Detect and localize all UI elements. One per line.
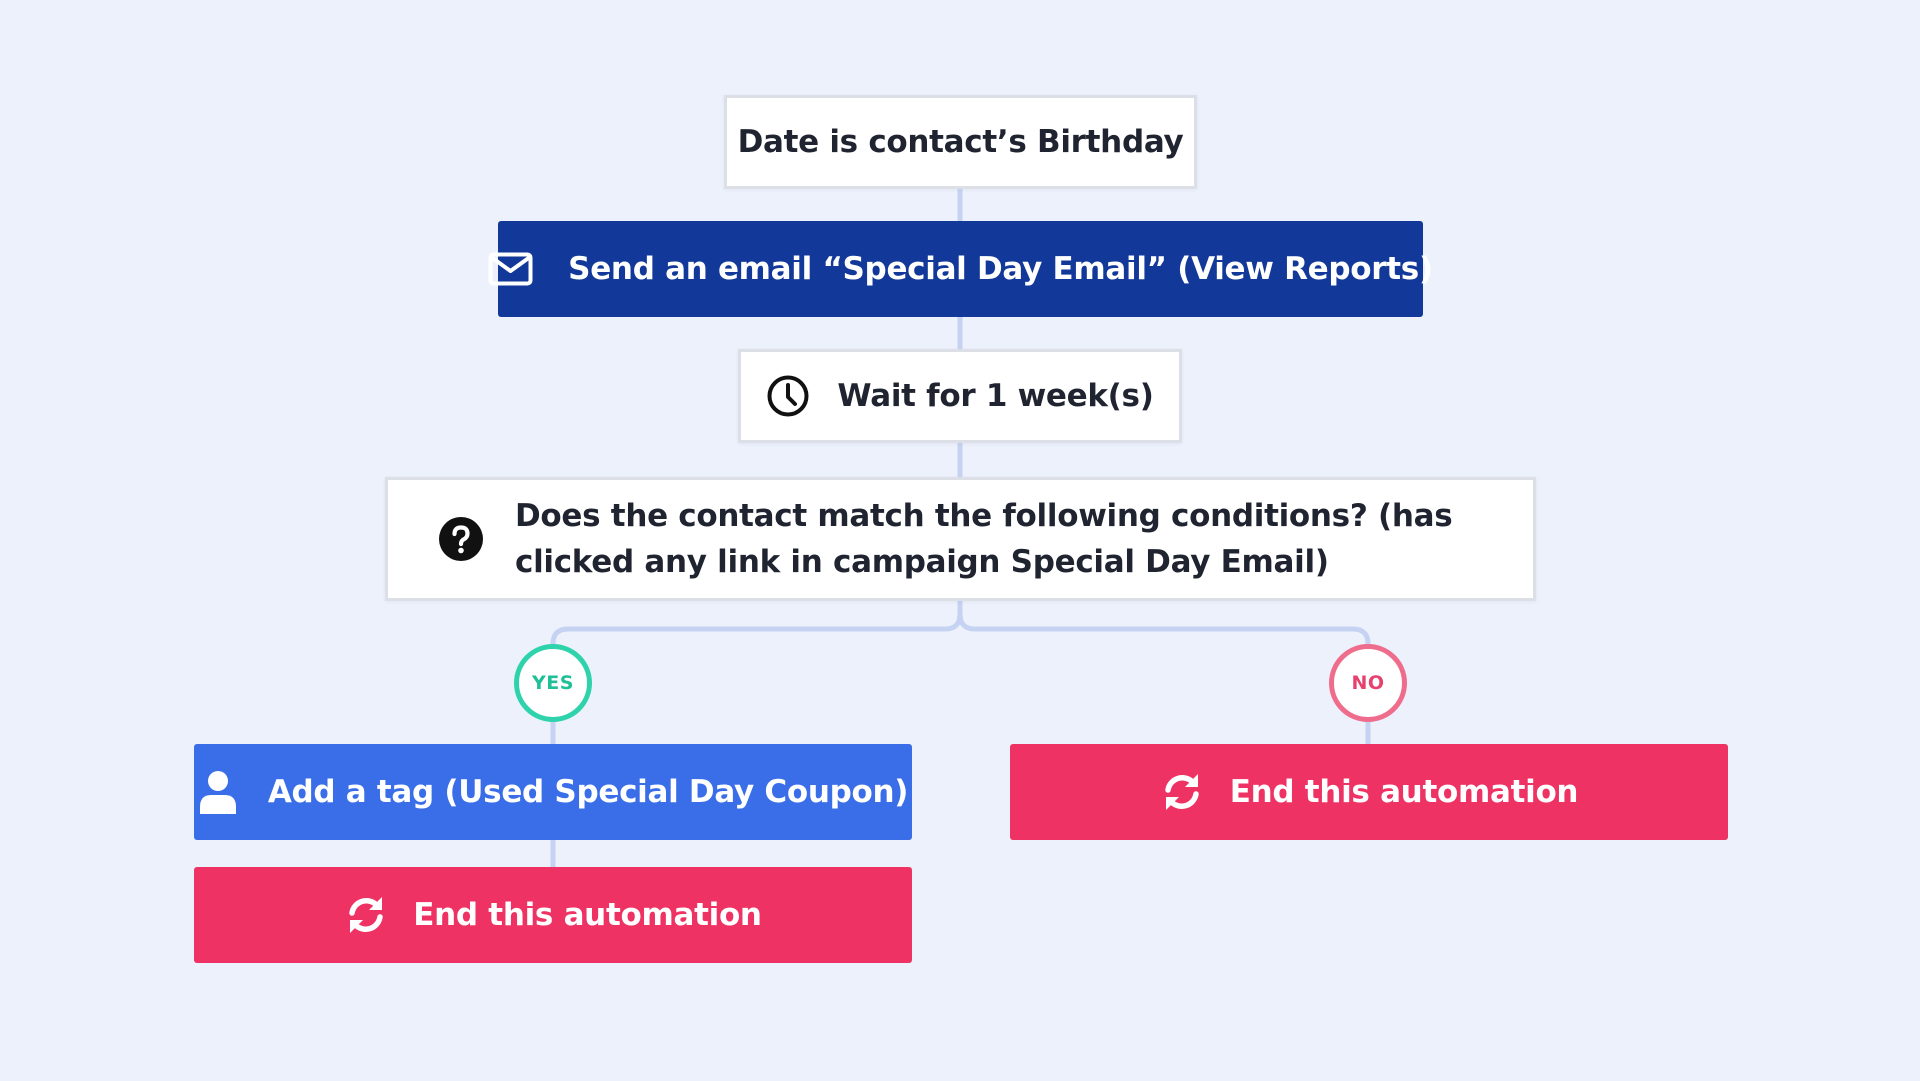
send-email-node[interactable]: Send an email “Special Day Email” (View …: [488, 221, 1433, 317]
user-icon: [198, 770, 238, 814]
send-email-label: Send an email “Special Day Email” (View …: [568, 251, 1433, 287]
no-branch-label: NO: [1351, 672, 1385, 694]
envelope-icon: [488, 252, 533, 286]
refresh-icon: [344, 893, 388, 937]
condition-label: Does the contact match the following con…: [515, 498, 1453, 580]
refresh-icon: [1160, 770, 1204, 814]
no-branch-badge: NO: [1329, 644, 1407, 722]
connector-branch-split: [550, 598, 1371, 653]
end-automation-no-node[interactable]: End this automation: [1010, 744, 1728, 840]
clock-icon: [766, 374, 810, 418]
yes-branch-label: YES: [532, 672, 574, 694]
trigger-label: Date is contact’s Birthday: [737, 124, 1184, 160]
yes-branch-badge: YES: [514, 644, 592, 722]
end-automation-yes-node[interactable]: End this automation: [194, 867, 912, 963]
wait-label: Wait for 1 week(s): [837, 378, 1154, 414]
wait-node[interactable]: Wait for 1 week(s): [738, 349, 1182, 443]
condition-node[interactable]: Does the contact match the following con…: [385, 477, 1536, 601]
add-tag-label: Add a tag (Used Special Day Coupon): [267, 774, 909, 810]
add-tag-node[interactable]: Add a tag (Used Special Day Coupon): [194, 744, 912, 840]
question-circle-icon: [439, 517, 483, 561]
trigger-node[interactable]: Date is contact’s Birthday: [724, 95, 1197, 189]
end-yes-label: End this automation: [413, 897, 762, 933]
end-no-label: End this automation: [1229, 774, 1579, 810]
